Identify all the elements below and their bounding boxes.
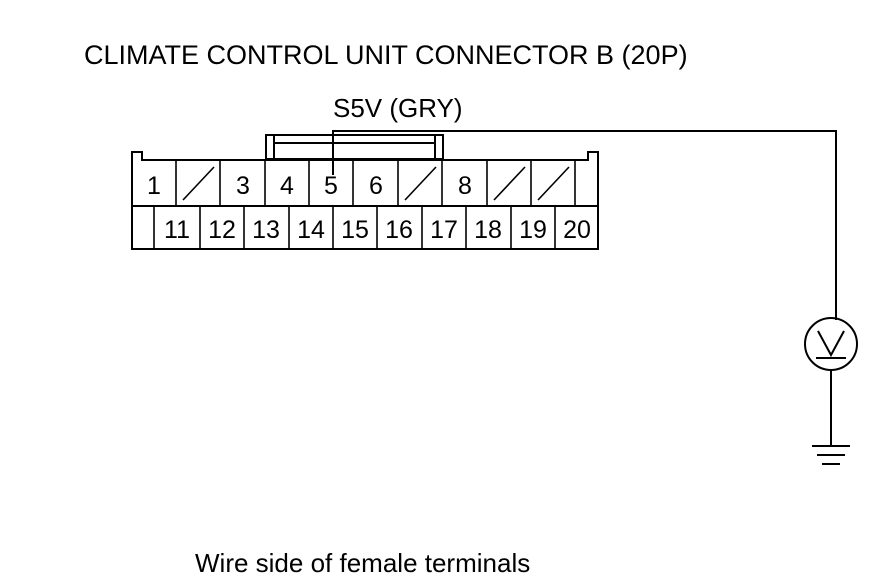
test-lead-wire bbox=[332, 130, 837, 320]
pin-8: 8 bbox=[458, 172, 472, 200]
diagram-title: CLIMATE CONTROL UNIT CONNECTOR B (20P) bbox=[84, 40, 688, 70]
wire-label: S5V (GRY) bbox=[333, 93, 463, 123]
empty-cavity-9 bbox=[493, 166, 526, 201]
pin-15: 15 bbox=[341, 216, 369, 244]
ground-icon bbox=[812, 445, 850, 465]
pin-17: 17 bbox=[430, 216, 458, 244]
pin-1: 1 bbox=[147, 172, 161, 200]
pin-14: 14 bbox=[297, 216, 325, 244]
pin-6: 6 bbox=[369, 172, 383, 200]
pin-19: 19 bbox=[519, 216, 547, 244]
pin-13: 13 bbox=[252, 216, 280, 244]
pin-16: 16 bbox=[385, 216, 413, 244]
connector-body bbox=[131, 151, 599, 250]
connector-top-row: 1 3 4 5 6 8 bbox=[147, 160, 576, 206]
connector-bottom-row: 11 12 13 14 15 16 17 18 19 20 bbox=[153, 206, 591, 249]
pin-3: 3 bbox=[236, 172, 250, 200]
pin-4: 4 bbox=[280, 172, 294, 200]
pin-5: 5 bbox=[324, 172, 338, 200]
pin-18: 18 bbox=[474, 216, 502, 244]
empty-cavity-7 bbox=[404, 166, 437, 201]
voltmeter-icon bbox=[804, 317, 858, 371]
pin-20: 20 bbox=[563, 216, 591, 244]
pin-11: 11 bbox=[164, 216, 190, 244]
empty-cavity-10 bbox=[537, 166, 570, 201]
pin-12: 12 bbox=[208, 216, 236, 244]
diagram-caption: Wire side of female terminals bbox=[195, 548, 530, 578]
empty-cavity-2 bbox=[182, 166, 215, 201]
connector-lock-tab bbox=[265, 134, 444, 160]
voltmeter-v-symbol bbox=[817, 330, 845, 358]
